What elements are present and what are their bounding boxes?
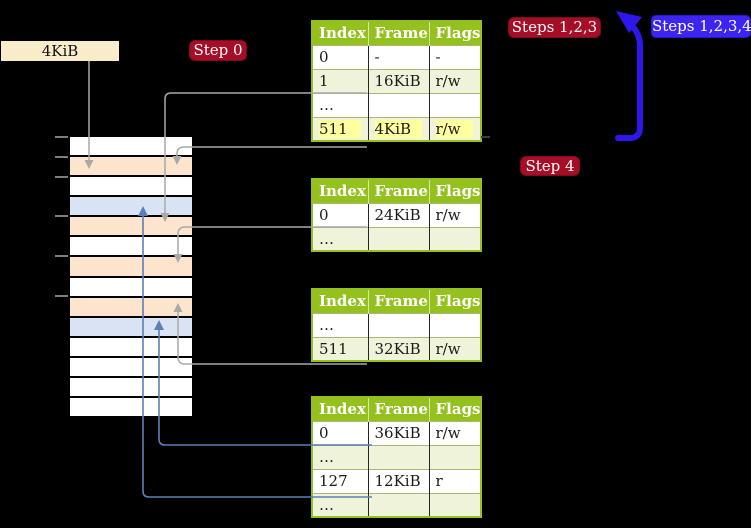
table-cell: 0	[312, 202, 369, 227]
table-row: …	[312, 444, 481, 469]
badge-step-4: Step 4	[520, 156, 580, 176]
memory-frame-row	[70, 317, 192, 336]
table-cell: r/w	[429, 420, 481, 445]
column-header: Frame	[368, 21, 430, 45]
memory-frame-row	[70, 257, 192, 276]
badge-steps-1-2-3: Steps 1,2,3	[508, 17, 601, 38]
table-cell: 24KiB	[368, 202, 430, 227]
physical-memory-column	[70, 137, 192, 417]
table-cell: 0	[312, 44, 369, 69]
table-cell: 4KiB	[368, 116, 430, 141]
table-cell: -	[368, 44, 430, 69]
table-cell	[368, 444, 430, 469]
memory-frame-row	[70, 237, 192, 256]
table-cell	[368, 226, 430, 251]
table-cell: 1	[312, 68, 369, 93]
memory-frame-row	[70, 177, 192, 196]
column-header: Flags	[429, 21, 481, 45]
table-cell: 511	[312, 336, 369, 361]
table-cell	[429, 92, 481, 117]
table-row: …	[312, 312, 481, 337]
badge-steps-1-2-3-4: Steps 1,2,3,4	[651, 15, 751, 38]
table-cell: 0	[312, 420, 369, 445]
table-cell: r/w	[429, 336, 481, 361]
table-cell: -	[429, 44, 481, 69]
table-cell: 16KiB	[368, 68, 430, 93]
frame-4kib-label: 4KiB	[1, 41, 119, 61]
column-header: Frame	[368, 289, 430, 313]
memory-frame-row	[70, 377, 192, 397]
memory-frame-row	[70, 277, 192, 296]
table-cell	[368, 312, 430, 337]
column-header: Index	[312, 21, 369, 45]
table-cell	[429, 492, 481, 517]
table-cell: …	[312, 492, 369, 517]
column-header: Flags	[429, 397, 481, 421]
memory-frame-row	[70, 197, 192, 216]
table-cell	[368, 492, 430, 517]
table-cell: …	[312, 226, 369, 251]
table-cell: r	[429, 468, 481, 493]
table-cell	[429, 226, 481, 251]
table-cell: 127	[312, 468, 369, 493]
table-cell: 511	[312, 116, 369, 141]
table-cell: …	[312, 312, 369, 337]
column-header: Index	[312, 289, 369, 313]
table-cell	[368, 92, 430, 117]
table-cell: …	[312, 444, 369, 469]
table-cell: r/w	[429, 68, 481, 93]
column-header: Index	[312, 179, 369, 203]
memory-frame-row	[70, 137, 192, 156]
memory-frame-row	[70, 297, 192, 316]
memory-frame-row	[70, 357, 192, 376]
memory-address-ticks	[55, 136, 68, 297]
table-row: …	[312, 226, 481, 251]
table-cell: r/w	[429, 202, 481, 227]
table-cell: r/w	[429, 116, 481, 141]
table-cell	[429, 312, 481, 337]
table-cell: 12KiB	[368, 468, 430, 493]
column-header: Index	[312, 397, 369, 421]
memory-frame-row	[70, 337, 192, 356]
badge-step-0: Step 0	[189, 40, 247, 61]
table-row: 0--	[312, 44, 481, 69]
table-cell	[429, 444, 481, 469]
table-row: …	[312, 92, 481, 117]
table-cell: 32KiB	[368, 336, 430, 361]
column-header: Frame	[368, 397, 430, 421]
memory-frame-row	[70, 217, 192, 236]
table-cell: 36KiB	[368, 420, 430, 445]
table-cell: …	[312, 92, 369, 117]
memory-frame-row	[70, 157, 192, 176]
memory-frame-row	[70, 398, 192, 417]
column-header: Frame	[368, 179, 430, 203]
table-row: …	[312, 492, 481, 517]
column-header: Flags	[429, 179, 481, 203]
column-header: Flags	[429, 289, 481, 313]
